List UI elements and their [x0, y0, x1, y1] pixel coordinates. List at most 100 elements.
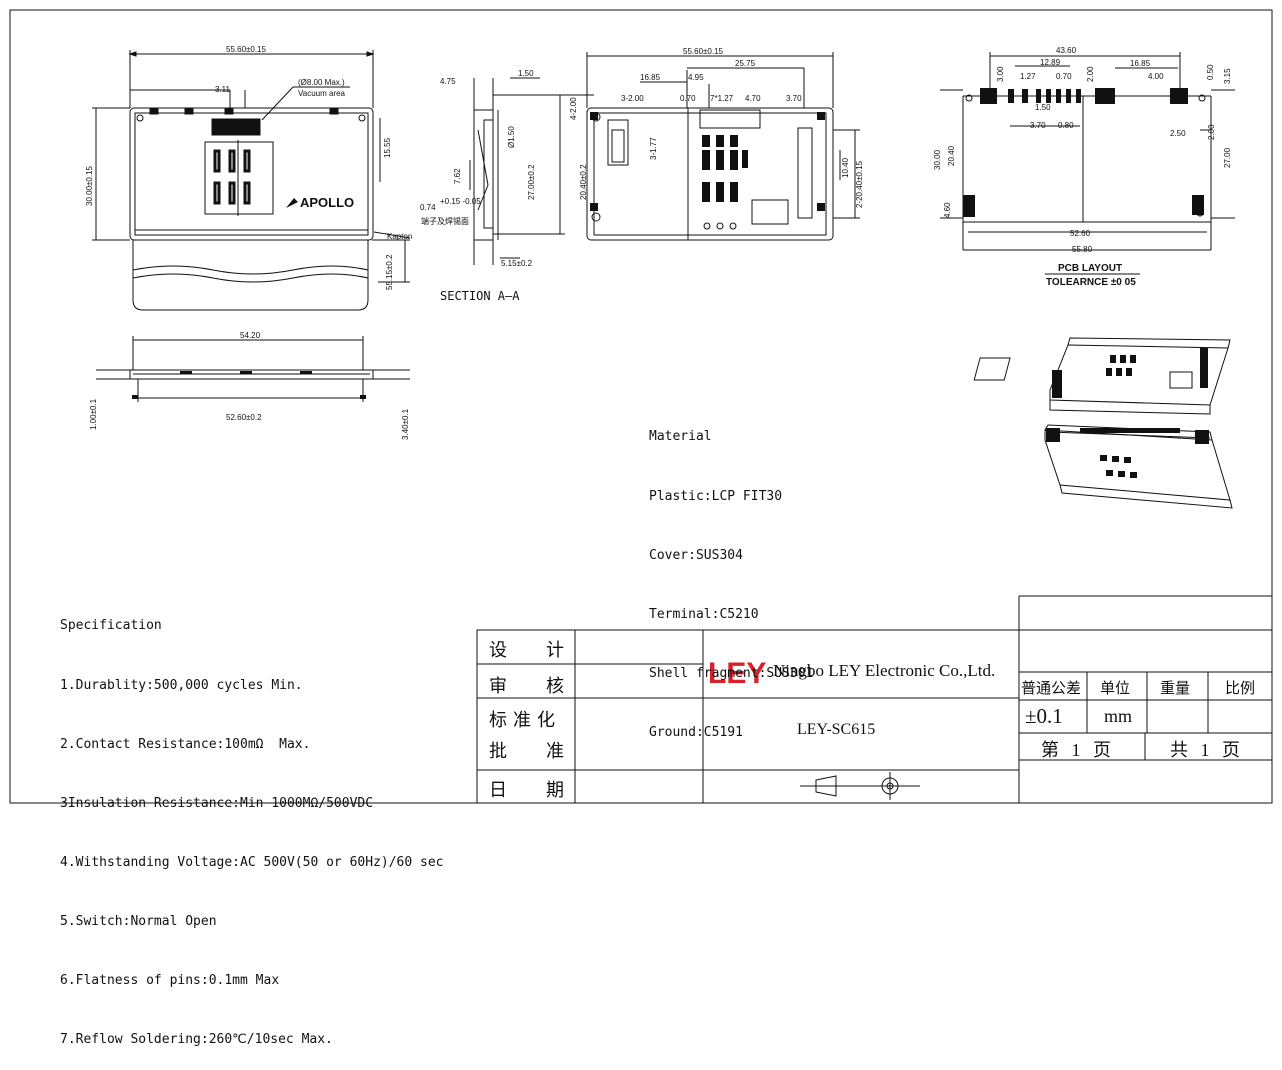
- front-width-dim: 55.60±0.15: [226, 45, 267, 54]
- specification-line: 5.Switch:Normal Open: [60, 913, 217, 929]
- side-top-dim: 54.20: [240, 331, 261, 340]
- bottom-d070: 0.70: [680, 94, 696, 103]
- section-dim-height: 27.00±0.2: [527, 164, 536, 200]
- header-tolerance: 普通公差: [1021, 681, 1082, 697]
- pcb-d2040: 20.40: [947, 145, 956, 166]
- pcb-d315: 3.15: [1223, 68, 1232, 84]
- section-title: SECTION A—A: [440, 289, 520, 303]
- pcb-d3000: 30.00: [933, 149, 942, 170]
- pcb-d4360: 43.60: [1056, 46, 1077, 55]
- pcb-d1685: 16.85: [1130, 59, 1151, 68]
- pcb-d050: 0.50: [1206, 64, 1215, 80]
- section-dim-left: 4.75: [440, 77, 456, 86]
- specification-line: 6.Flatness of pins:0.1mm Max: [60, 973, 280, 989]
- apollo-arrow-icon: [286, 198, 298, 208]
- side-view: [96, 336, 410, 402]
- pcb-d1289: 12.89: [1040, 58, 1061, 67]
- material-heading: Material: [649, 429, 712, 445]
- bottom-d2575: 25.75: [735, 59, 756, 68]
- section-dim-bottom: 5.15±0.2: [501, 259, 533, 268]
- date-label: 日 期: [489, 780, 574, 800]
- section-view: [469, 77, 565, 265]
- isometric-top-view: [973, 337, 1231, 415]
- pcb-d250: 2.50: [1170, 129, 1186, 138]
- apollo-logo: APOLLO: [300, 195, 354, 210]
- projection-symbol-icon: [800, 772, 920, 800]
- section-dim-762: 7.62: [453, 168, 462, 184]
- section-dim-hole: Ø1.50: [507, 126, 516, 148]
- approve-label: 批 准: [489, 741, 574, 761]
- bottom-d127: 7*1.27: [710, 94, 734, 103]
- bottom-d2040b: 2-20.40±0.15: [855, 160, 864, 208]
- pcb-d2700: 27.00: [1223, 147, 1232, 168]
- side-view-marks: [132, 371, 366, 399]
- standardize-label: 标准化: [489, 710, 561, 730]
- pcb-d300: 3.00: [996, 66, 1005, 82]
- pcb-d460: 4.60: [943, 202, 952, 218]
- bottom-view: [560, 52, 860, 241]
- bottom-width-dim: 55.60±0.15: [683, 47, 724, 56]
- company-name: Ningbo LEY Electronic Co.,Ltd.: [773, 661, 996, 680]
- design-label: 设 计: [489, 640, 574, 660]
- bottom-d3177: 3-1.77: [649, 137, 658, 160]
- review-label: 审 核: [489, 676, 574, 696]
- bottom-d1040: 10.40: [841, 157, 850, 178]
- section-cn-note: 端子及焊锡面: [421, 216, 469, 226]
- pcb-d5260: 52.60: [1070, 229, 1091, 238]
- bottom-d370: 3.70: [786, 94, 802, 103]
- pcb-d127: 1.27: [1020, 72, 1036, 81]
- front-view: [92, 50, 411, 311]
- front-pitch-dim: 3.11: [215, 85, 231, 94]
- side-right-dim: 3.40±0.1: [401, 408, 410, 440]
- page-number: 第 1 页: [1041, 740, 1111, 760]
- isometric-bottom-pads: [1046, 428, 1209, 478]
- ley-logo: LEY: [708, 657, 766, 690]
- front-depth-dim: 55.15±0.2: [385, 254, 394, 290]
- specification-block: Specification 1.Durablity:500,000 cycles…: [60, 577, 444, 1070]
- header-weight: 重量: [1160, 681, 1191, 697]
- bottom-d2040a: 20.40±0.2: [579, 164, 588, 200]
- pcb-d200b: 2.00: [1207, 124, 1216, 140]
- material-line: Cover:SUS304: [649, 547, 743, 563]
- material-line: Terminal:C5210: [649, 606, 759, 622]
- section-dim-074-tol: +0.15 -0.05: [440, 197, 481, 206]
- pcb-pads: [963, 88, 1204, 217]
- specification-heading: Specification: [60, 618, 162, 634]
- front-height-dim: 30.00±0.15: [85, 165, 94, 206]
- specification-line: 7.Reflow Soldering:260℃/10sec Max.: [60, 1032, 333, 1048]
- isometric-top-pads: [1052, 348, 1208, 398]
- material-block: Material Plastic:LCP FIT30 Cover:SUS304 …: [649, 388, 813, 762]
- specification-line: 4.Withstanding Voltage:AC 500V(50 or 60H…: [60, 854, 444, 870]
- material-line: Plastic:LCP FIT30: [649, 488, 783, 504]
- pcb-layout: [940, 52, 1235, 251]
- pcb-d370: 3.70: [1030, 121, 1046, 130]
- bottom-d470: 4.70: [745, 94, 761, 103]
- bottom-d3200: 3-2.00: [621, 94, 644, 103]
- bottom-d4200: 4-2.00: [569, 97, 578, 120]
- pcb-d070: 0.70: [1056, 72, 1072, 81]
- kapton-label: Kapton: [387, 232, 412, 241]
- section-dim-top: 1.50: [518, 69, 534, 78]
- pcb-title: PCB LAYOUT: [1058, 263, 1122, 274]
- tolerance-value: ±0.1: [1025, 704, 1063, 728]
- specification-line: 3Insulation Resistance:Min 1000MΩ/500VDC: [60, 795, 374, 811]
- specification-line: 2.Contact Resistance:100mΩ Max.: [60, 736, 311, 752]
- drawing-sheet: 55.60±0.15 3.11 (Ø8.00 Max.) Vacuum area…: [9, 9, 1273, 804]
- bottom-d495: 4.95: [688, 73, 704, 82]
- material-line: Shell fragment:SUS301: [649, 665, 814, 681]
- pcb-d5580: 55.80: [1072, 245, 1093, 254]
- front-side-dim: 15.55: [383, 137, 392, 158]
- side-left-dim: 1.00±0.1: [89, 398, 98, 430]
- page-total: 共 1 页: [1170, 740, 1240, 760]
- pcb-d200: 2.00: [1086, 66, 1095, 82]
- title-block-grid: [476, 595, 1273, 804]
- section-dim-074: 0.74: [420, 203, 436, 212]
- header-unit: 单位: [1100, 681, 1131, 697]
- front-vacuum-label: Vacuum area: [298, 89, 346, 98]
- header-scale: 比例: [1225, 681, 1256, 697]
- bottom-d1685: 16.85: [640, 73, 661, 82]
- material-line: Ground:C5191: [649, 724, 743, 740]
- specification-line: 1.Durablity:500,000 cycles Min.: [60, 677, 303, 693]
- part-number: LEY-SC615: [797, 721, 876, 738]
- pcb-tolerance: TOLEARNCE ±0 05: [1046, 277, 1136, 288]
